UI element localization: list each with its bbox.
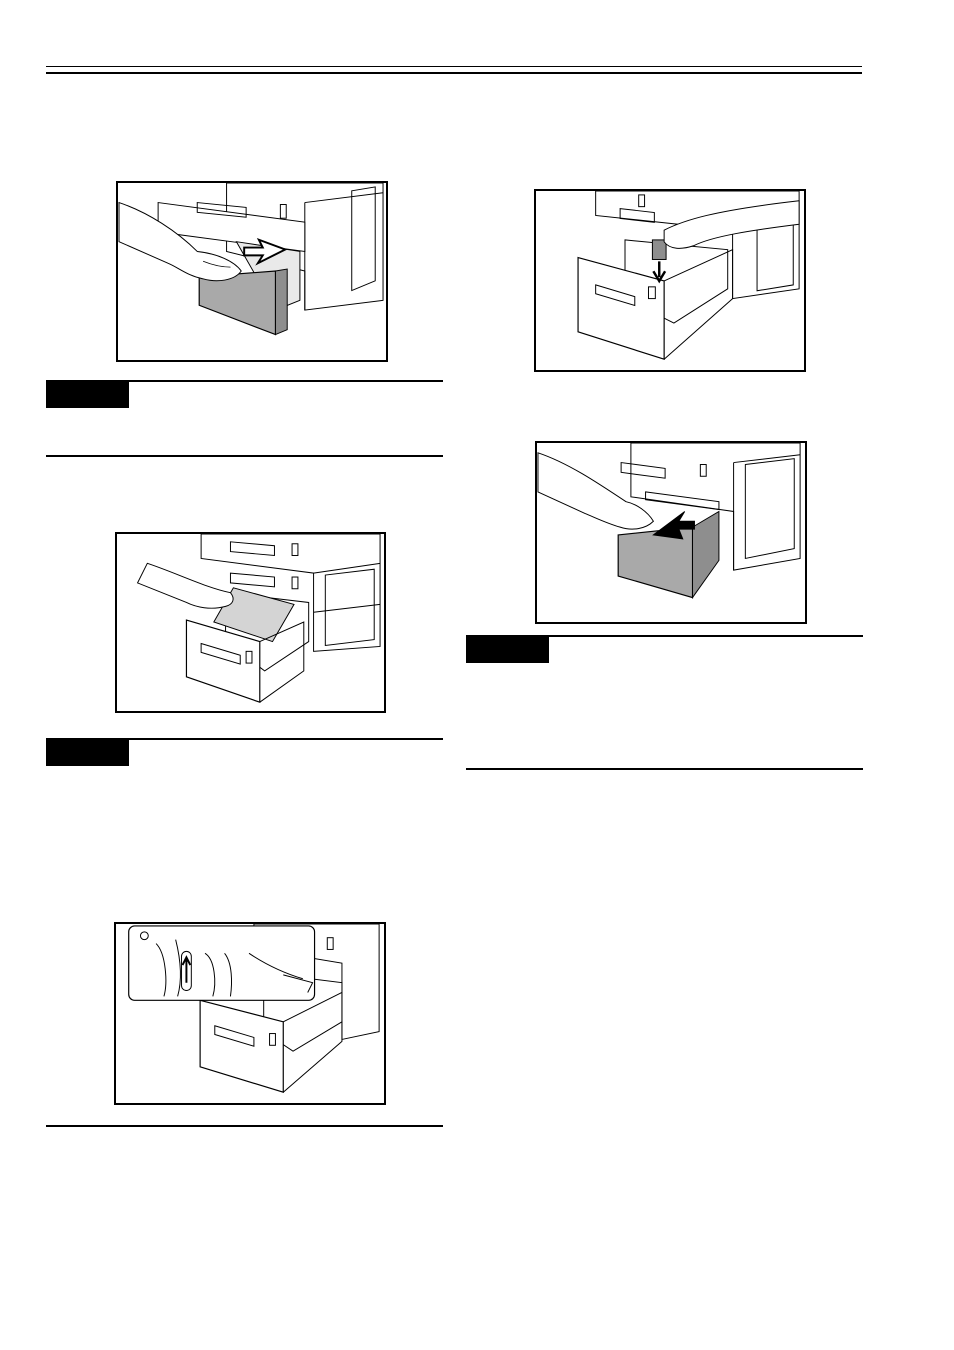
illustration-load-paper: [115, 532, 386, 713]
hand-icon: [537, 452, 655, 530]
note-2-top-rule: [46, 738, 443, 740]
illustration-attach-size-card: [534, 189, 806, 372]
arrow-icon: [243, 237, 288, 266]
note-2-bottom-rule: [46, 1125, 443, 1127]
zoom-inset: [128, 925, 316, 1001]
illustration-push-in-drawer: [535, 441, 807, 624]
size-card-illustration: [577, 191, 800, 361]
arrow-icon: [652, 261, 667, 284]
note-3-bottom-rule: [466, 768, 863, 770]
note-3-label: [466, 637, 549, 663]
note-1-label: [46, 382, 129, 408]
size-card-icon: [651, 239, 667, 260]
note-2-label: [46, 740, 129, 766]
load-paper-illustration: [136, 534, 381, 704]
header-rule-top: [46, 66, 862, 67]
hand-icon: [118, 201, 242, 282]
drawer-push-illustration: [537, 443, 801, 600]
illustration-paper-level-indicator: [114, 922, 386, 1105]
hand-icon: [136, 562, 234, 609]
level-indicator-illustration: [128, 924, 380, 1094]
note-3-top-rule: [466, 635, 863, 637]
arrow-icon: [652, 511, 695, 540]
note-1-bottom-rule: [46, 455, 443, 457]
note-1-top-rule: [46, 380, 443, 382]
drawer-pull-illustration: [118, 183, 384, 336]
hand-icon: [663, 200, 800, 249]
header-rule-bottom: [46, 72, 862, 74]
illustration-pull-out-drawer: [116, 181, 388, 362]
